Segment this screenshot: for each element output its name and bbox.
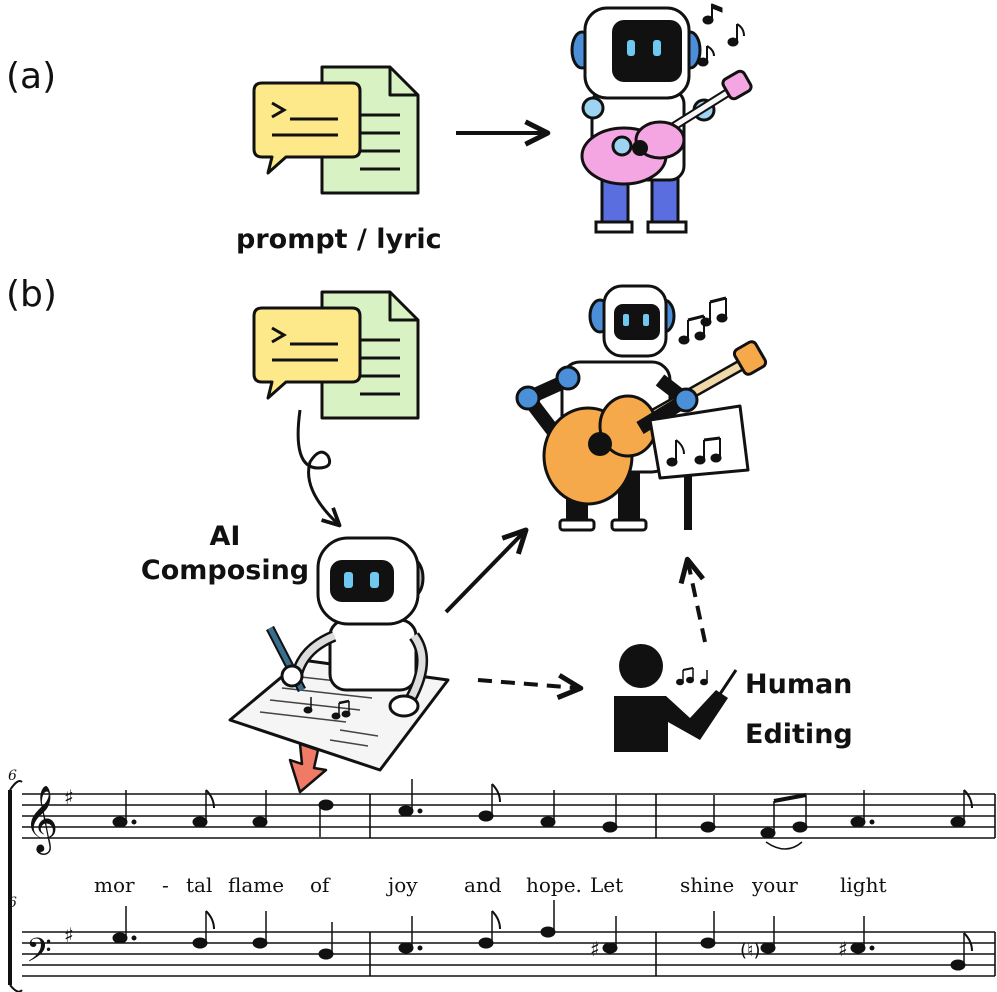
human-editing-line1: Human [745,669,853,700]
lyric-syllable: of [310,873,330,897]
composer-to-human-arrow [477,673,584,700]
lyric-syllable: and [464,873,502,897]
lyric-syllable: - [162,873,169,897]
panel-b-label: (b) [6,274,57,315]
lyric-syllable: hope. [526,873,582,897]
lyric-syllable: mor [94,873,135,897]
lyric-syllable: your [752,873,798,897]
robot-performer-icon [515,284,768,532]
sharp-accidental-icon: ♯ [838,937,848,961]
lyric-syllable: tal [186,873,213,897]
lyric-syllable: flame [228,873,285,897]
lyric-syllable: joy [388,873,418,897]
prompt-icon [252,65,420,195]
ai-composing-line2: Composing [140,554,310,586]
panel-a-label: (a) [6,56,57,97]
robot-composer-icon [228,536,450,772]
prompt-icon-b [252,290,420,420]
music-note-icon [697,3,745,67]
human-editor-icon [614,644,738,752]
ai-composing-line1: AI [209,521,241,552]
bass-notes [112,900,973,971]
key-signature-sharp-icon: ♯ [64,923,74,947]
treble-clef-icon: 𝄞 [24,784,58,855]
treble-notes [112,779,973,850]
human-to-performer-arrow [678,556,707,643]
lyric-syllable: shine [680,873,735,897]
prompt-to-composer-arrow [296,409,342,528]
lyric-syllable: Let [590,873,624,897]
lyric-syllable: light [840,873,887,897]
measure-number-top: 6 [8,768,17,784]
key-signature-sharp-icon: ♯ [64,785,74,809]
ai-composing-caption: AI Composing [140,520,310,588]
measure-number-bottom: 6 [8,895,17,911]
composer-to-performer-arrow [444,527,529,614]
bass-clef-icon: 𝄢 [26,932,52,978]
sharp-accidental-icon: ♯ [590,937,600,961]
natural-accidental-icon: (♮) [740,940,760,961]
human-editing-line2: Editing [745,718,853,750]
music-score: 𝄞 𝄢 ♯ ♯ [8,779,996,992]
music-note-icon [678,296,728,345]
robot-guitar-icon [570,6,753,234]
prompt-lyric-caption: prompt / lyric [236,224,442,255]
human-editing-caption: Human Editing [745,660,853,760]
output-down-arrow [288,742,328,794]
